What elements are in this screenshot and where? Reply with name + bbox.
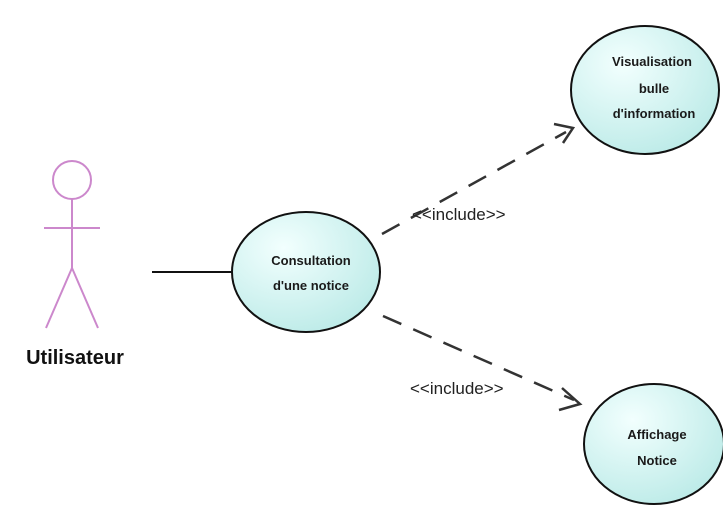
- include-arrowhead-bottom: [558, 387, 583, 412]
- use-case-affichage-line2: Notice: [637, 453, 677, 468]
- actor-figure[interactable]: [44, 160, 100, 329]
- include-label-bottom: <<include>>: [410, 379, 504, 398]
- use-case-visualisation-line2: bulle: [639, 81, 669, 96]
- actor-head: [52, 160, 92, 200]
- use-case-visualisation-line3: d'information: [613, 106, 696, 121]
- include-arrow-top: [381, 130, 567, 236]
- use-case-consultation[interactable]: Consultation d'une notice: [231, 211, 381, 333]
- actor-left-leg: [45, 267, 73, 329]
- use-case-affichage-shape: [583, 383, 723, 505]
- use-case-consultation-line1: Consultation: [271, 253, 350, 268]
- use-case-visualisation-line1: Visualisation: [612, 54, 692, 69]
- use-case-visualisation[interactable]: Visualisation bulle d'information: [570, 25, 720, 155]
- use-case-consultation-line2: d'une notice: [273, 278, 349, 293]
- include-arrow-bottom: [382, 314, 575, 402]
- use-case-consultation-shape: [231, 211, 381, 333]
- use-case-affichage-line1: Affichage: [627, 427, 686, 442]
- actor-right-leg: [71, 267, 99, 329]
- use-case-affichage[interactable]: Affichage Notice: [583, 383, 723, 505]
- use-case-visualisation-shape: [570, 25, 720, 155]
- include-label-top: <<include>>: [412, 205, 506, 224]
- include-arrowhead-top: [553, 122, 576, 144]
- actor-label: Utilisateur: [26, 347, 124, 369]
